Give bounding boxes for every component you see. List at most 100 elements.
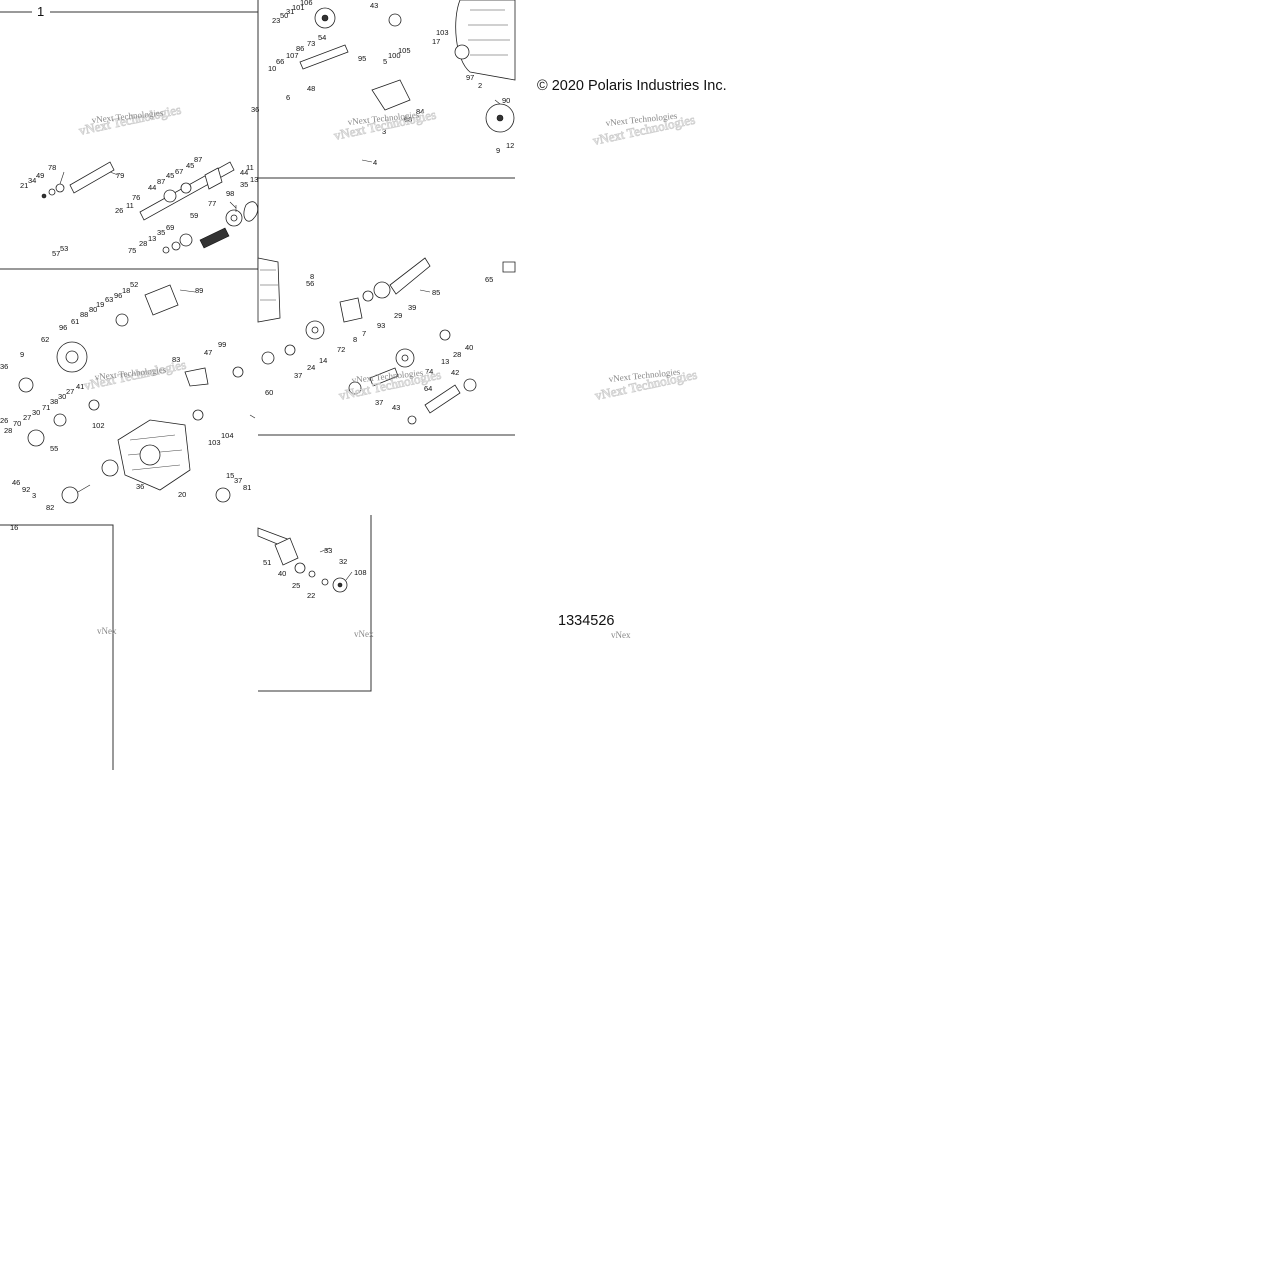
washer-33 (308, 570, 316, 578)
callout: 106 (300, 0, 313, 7)
seal-78 (55, 183, 65, 193)
callout: 107 (286, 51, 299, 60)
panel-1-parts (41, 161, 259, 254)
callout: 11 (126, 201, 134, 210)
frame-panel-2 (257, 0, 515, 179)
callout: 10 (268, 64, 276, 73)
washer-14 (284, 344, 296, 356)
bearing-42 (463, 378, 477, 392)
callout: 21 (20, 181, 28, 190)
callout: 93 (377, 321, 385, 330)
collar-51 (274, 537, 299, 566)
callout: 60 (265, 388, 273, 397)
callout: 52 (130, 280, 138, 289)
callout: 35 (157, 228, 165, 237)
callout: 100 (388, 51, 401, 60)
shaft-79 (69, 161, 115, 194)
callout: 16 (10, 523, 18, 532)
callout: 38 (50, 397, 58, 406)
callout: 17 (432, 37, 440, 46)
callout: 81 (243, 483, 251, 492)
callout: 28 (453, 350, 461, 359)
bearing-69 (179, 233, 193, 247)
callout: 5 (383, 57, 387, 66)
shaft-middle (369, 367, 399, 387)
callout: 68 (404, 115, 412, 124)
watermarks: vNext Technologies vNext Technologies vN… (77, 101, 699, 640)
callout: 9 (496, 146, 500, 155)
callout: 3 (382, 127, 386, 136)
callout: 36 (0, 362, 8, 371)
callout: 87 (157, 177, 165, 186)
gear-71 (27, 429, 45, 447)
callout: 88 (80, 310, 88, 319)
callout: 28 (4, 426, 12, 435)
callout: 67 (175, 167, 183, 176)
callout: 30 (58, 392, 66, 401)
callout: 73 (307, 39, 315, 48)
callout: 64 (424, 384, 432, 393)
shaft-64 (424, 384, 461, 414)
callouts-panel-5: 33 32 108 51 40 25 22 (263, 546, 367, 600)
callout: 49 (36, 171, 44, 180)
callout: 89 (195, 286, 203, 295)
group-label: 1 (37, 4, 44, 19)
seal-99 (232, 366, 244, 378)
callout: 92 (22, 485, 30, 494)
watermark-text: vNex (611, 630, 631, 640)
sprocket-82 (61, 486, 79, 504)
callout: 95 (358, 54, 366, 63)
panel-3-parts (18, 284, 244, 504)
callout: 39 (408, 303, 416, 312)
callout: 74 (425, 367, 433, 376)
callout: 37 (234, 476, 242, 485)
callout: 84 (416, 107, 424, 116)
callout: 27 (66, 387, 74, 396)
callouts-panel-1: 79 78 49 34 21 76 26 11 87 45 44 67 45 8… (20, 105, 259, 258)
chain-98 (243, 201, 259, 222)
callout: 61 (71, 317, 79, 326)
callout: 63 (105, 295, 113, 304)
diagram-number: 1334526 (558, 613, 615, 629)
callout: 54 (318, 33, 326, 42)
bearing-40 (439, 329, 451, 341)
frame-panel-6 (0, 524, 114, 770)
callout: 72 (337, 345, 345, 354)
callout: 36 (251, 105, 259, 114)
callout: 37 (294, 371, 302, 380)
callout: 34 (28, 176, 36, 185)
callout: 71 (42, 403, 50, 412)
callout: 65 (485, 275, 493, 284)
bearing-37b (348, 381, 362, 395)
callout: 50 (280, 11, 288, 20)
cover-52 (144, 284, 179, 316)
callout: 23 (272, 16, 280, 25)
gasket-93 (339, 297, 363, 323)
seal-103 (454, 44, 470, 60)
callout: 43 (370, 1, 378, 10)
callout: 13 (250, 175, 258, 184)
callout: 36 (136, 482, 144, 491)
callout: 25 (292, 581, 300, 590)
callout: 43 (392, 403, 400, 412)
callout: 13 (148, 234, 156, 243)
callout: 20 (178, 490, 186, 499)
shaft-59 (199, 227, 230, 249)
callout: 53 (60, 244, 68, 253)
callout: 11 (246, 163, 254, 172)
case-half-left (257, 257, 281, 323)
callout: 86 (296, 44, 304, 53)
callout: 59 (190, 211, 198, 220)
ring-40 (294, 562, 306, 574)
callout: 42 (451, 368, 459, 377)
callout: 24 (307, 363, 315, 372)
callout: 4 (373, 158, 377, 167)
callout: 66 (276, 57, 284, 66)
callout: 8 (310, 272, 314, 281)
callout: 75 (128, 246, 136, 255)
callout: 101 (292, 3, 305, 12)
callout: 45 (166, 171, 174, 180)
panel-frames (0, 0, 515, 770)
gear-38 (53, 413, 67, 427)
